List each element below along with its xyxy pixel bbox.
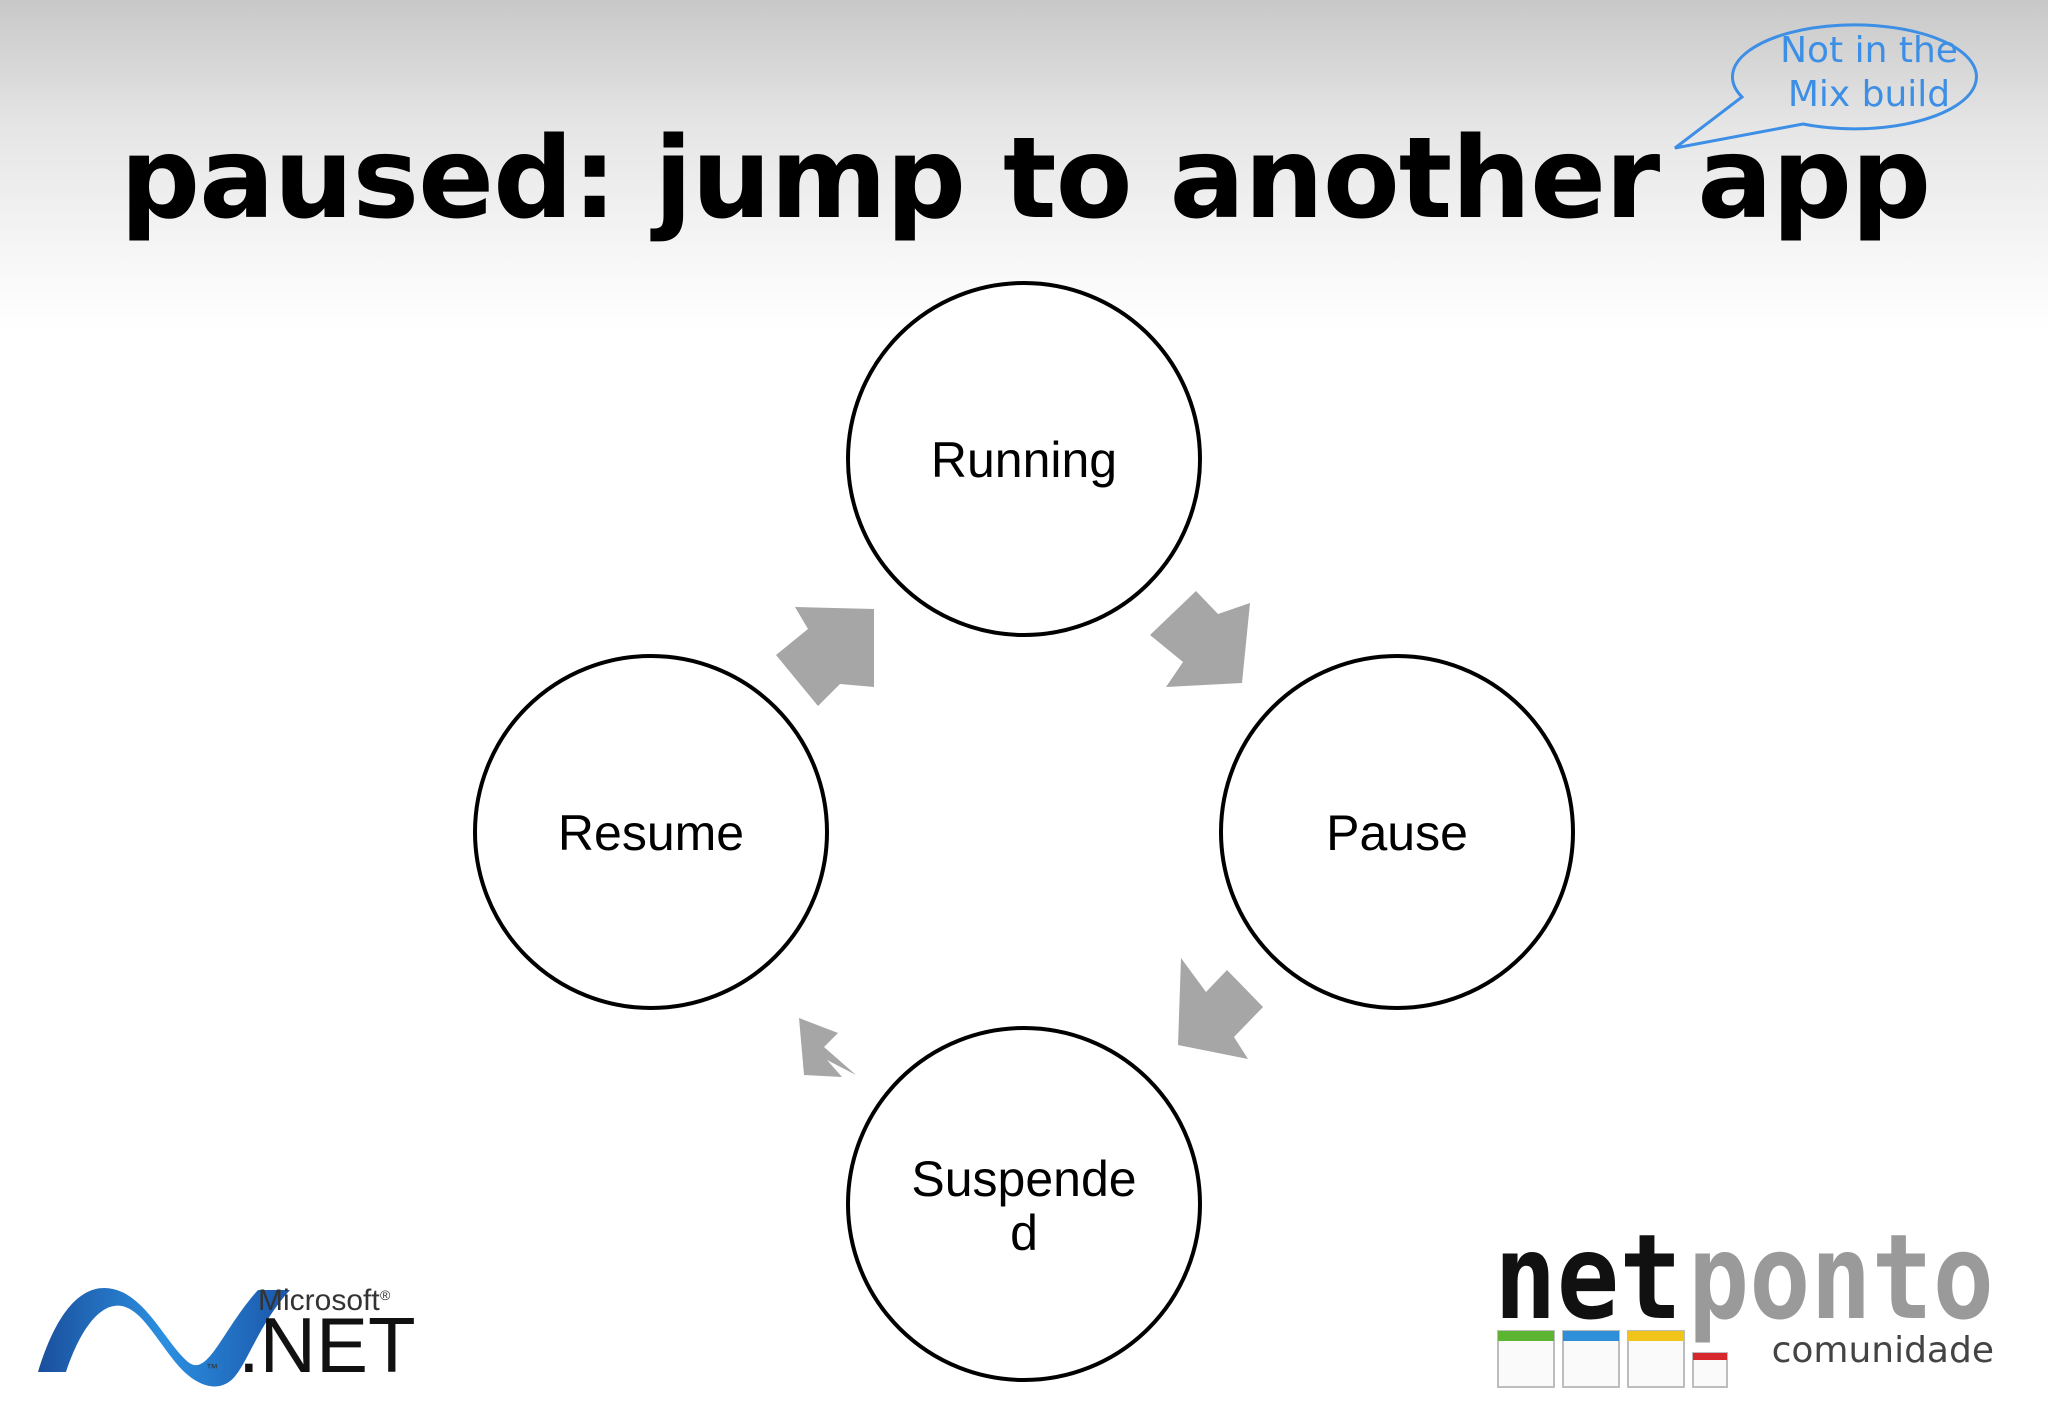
arrow-running-to-pause	[1150, 591, 1250, 687]
arrow-suspended-to-resume	[799, 1018, 856, 1077]
slide-title: paused: jump to another app	[120, 114, 1931, 244]
node-pause-circle	[1219, 654, 1575, 1010]
node-running: Running	[846, 281, 1202, 637]
netponto-comunidade: comunidade	[1772, 1330, 1994, 1371]
microsoft-wordmark: Microsoft	[258, 1284, 380, 1317]
node-resume: Resume	[473, 654, 829, 1010]
dotnet-trademark: ™	[206, 1361, 218, 1375]
microsoft-registered-mark: ®	[380, 1287, 391, 1303]
callout-line-1: Not in the	[1780, 30, 1958, 71]
netponto-ponto: ponto	[1688, 1208, 1994, 1346]
arrow-pause-to-suspended	[1178, 958, 1263, 1059]
arrow-resume-to-running	[776, 607, 874, 706]
node-resume-circle	[473, 654, 829, 1010]
node-suspended: Suspende d	[846, 1026, 1202, 1382]
node-running-circle	[846, 281, 1202, 637]
microsoft-net-logo: Microsoft ® .NET ™	[38, 1284, 416, 1389]
node-suspended-circle	[846, 1026, 1202, 1382]
node-suspended-label-line-2: d	[1010, 1205, 1038, 1261]
node-pause-label: Pause	[1326, 805, 1468, 861]
netponto-logo: net ponto comunidade	[1494, 1208, 1994, 1388]
node-pause: Pause	[1219, 654, 1575, 1010]
callout-bubble-shape	[1674, 23, 1978, 150]
netponto-net: net	[1494, 1208, 1682, 1346]
node-running-label: Running	[931, 432, 1117, 488]
callout-line-2: Mix build	[1788, 74, 1950, 115]
net-wave-icon	[38, 1288, 290, 1387]
netponto-tabs-icon	[1497, 1330, 1728, 1388]
dotnet-wordmark: .NET	[238, 1301, 416, 1389]
cycle-arrows	[776, 591, 1263, 1077]
node-resume-label: Resume	[558, 805, 744, 861]
callout: Not in the Mix build	[1674, 23, 1978, 150]
node-suspended-label-line-1: Suspende	[911, 1151, 1136, 1207]
